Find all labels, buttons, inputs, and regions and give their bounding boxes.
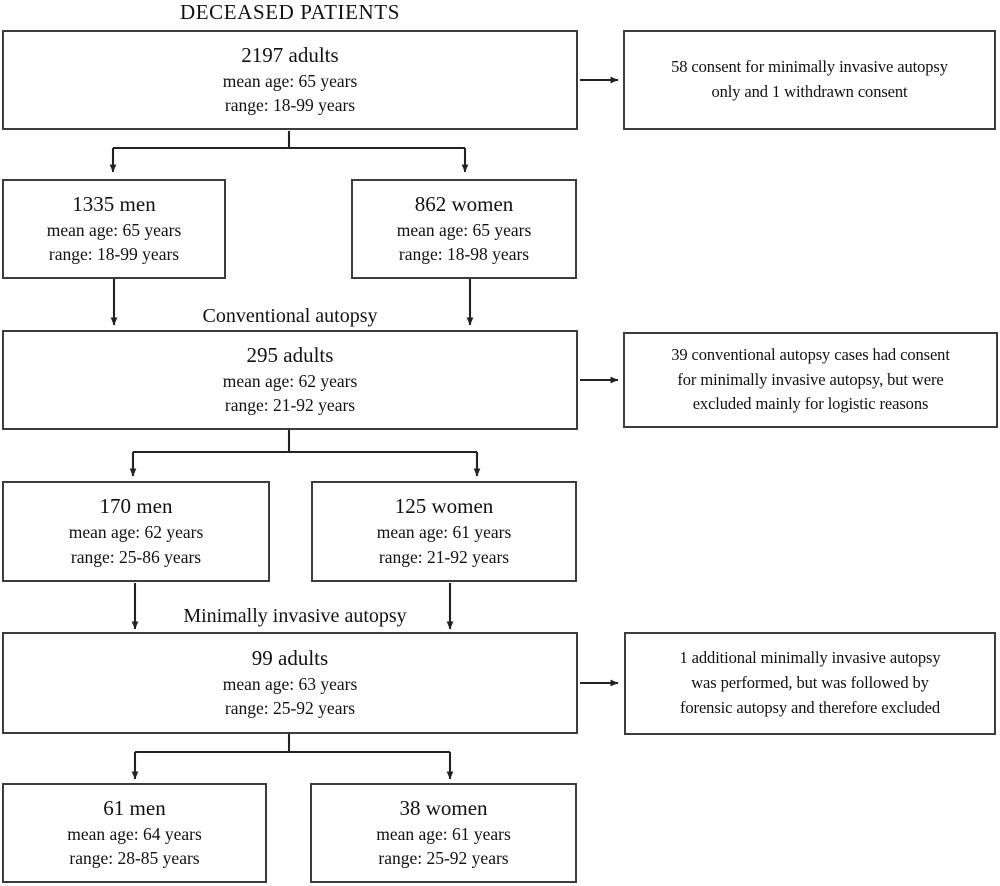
box-mean-age: mean age: 65 years [396, 219, 532, 240]
box-mean-age: mean age: 64 years [67, 823, 202, 844]
note-line: was performed, but was followed by [691, 673, 929, 693]
box-mean-age: mean age: 61 years [376, 522, 512, 543]
note-line: only and 1 withdrawn consent [711, 82, 908, 101]
note-line: 39 conventional autopsy cases had consen… [671, 344, 950, 364]
box-conventional-women: 125 women mean age: 61 years range: 21-9… [311, 481, 577, 582]
note-excluded-logistic: 39 conventional autopsy cases had consen… [623, 332, 998, 428]
box-range: range: 18-99 years [48, 244, 180, 265]
box-heading: 862 women [414, 191, 514, 216]
box-mean-age: mean age: 65 years [46, 219, 182, 240]
note-line: 1 additional minimally invasive autopsy [679, 648, 941, 668]
box-range: range: 25-86 years [70, 546, 202, 567]
box-heading: 2197 adults [241, 42, 339, 67]
note-line: 58 consent for minimally invasive autops… [671, 57, 948, 77]
box-conventional-adults: 295 adults mean age: 62 years range: 21-… [2, 330, 578, 430]
box-heading: 61 men [103, 795, 166, 820]
box-range: range: 18-99 years [224, 95, 356, 116]
box-heading: 295 adults [246, 342, 334, 367]
note-line: forensic autopsy and therefore excluded [680, 697, 940, 717]
box-total-men: 1335 men mean age: 65 years range: 18-99… [2, 179, 226, 279]
box-minimally-invasive-women: 38 women mean age: 61 years range: 25-92… [310, 783, 577, 883]
box-range: range: 21-92 years [224, 395, 356, 416]
box-heading: 1335 men [72, 191, 156, 216]
stage-label-minimally-invasive-autopsy: Minimally invasive autopsy [183, 605, 407, 627]
box-heading: 125 women [394, 494, 494, 519]
box-range: range: 25-92 years [224, 698, 356, 719]
box-total-adults: 2197 adults mean age: 65 years range: 18… [2, 30, 578, 130]
box-minimally-invasive-men: 61 men mean age: 64 years range: 28-85 y… [2, 783, 267, 883]
box-range: range: 28-85 years [69, 848, 200, 869]
box-total-women: 862 women mean age: 65 years range: 18-9… [351, 179, 577, 279]
box-mean-age: mean age: 61 years [376, 823, 511, 844]
box-mean-age: mean age: 62 years [222, 370, 358, 391]
box-minimally-invasive-adults: 99 adults mean age: 63 years range: 25-9… [2, 632, 578, 734]
box-heading: 170 men [99, 494, 173, 519]
note-excluded-consent: 58 consent for minimally invasive autops… [623, 30, 996, 130]
note-excluded-forensic: 1 additional minimally invasive autopsy … [624, 632, 996, 735]
box-heading: 99 adults [251, 645, 329, 670]
box-range: range: 25-92 years [378, 848, 509, 869]
box-conventional-men: 170 men mean age: 62 years range: 25-86 … [2, 481, 270, 582]
box-mean-age: mean age: 65 years [222, 70, 358, 91]
box-heading: 38 women [399, 795, 488, 820]
note-line: excluded mainly for logistic reasons [692, 394, 929, 414]
note-line: for minimally invasive autopsy, but were [677, 369, 944, 389]
stage-label-conventional-autopsy: Conventional autopsy [202, 305, 378, 327]
box-range: range: 21-92 years [378, 546, 510, 567]
box-mean-age: mean age: 62 years [68, 522, 204, 543]
box-range: range: 18-98 years [398, 244, 530, 265]
diagram-title: DECEASED PATIENTS [179, 0, 401, 24]
box-mean-age: mean age: 63 years [222, 673, 358, 694]
